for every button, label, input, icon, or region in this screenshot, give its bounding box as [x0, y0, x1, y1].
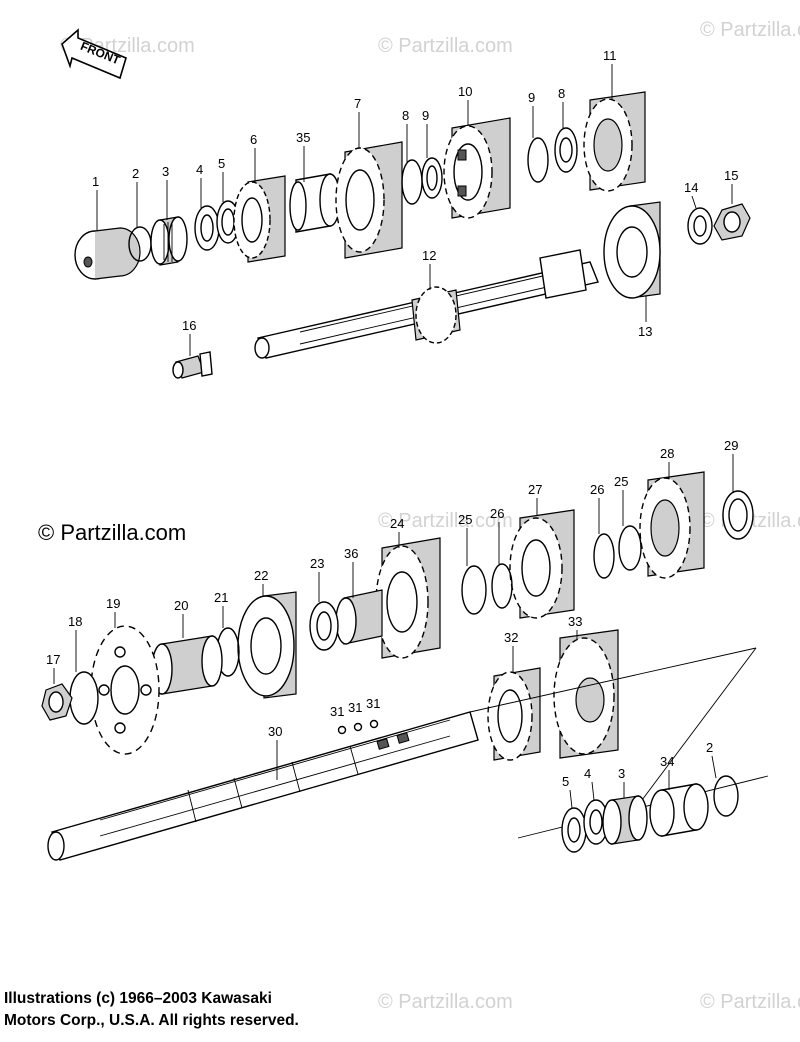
part-9-washer: [421, 157, 443, 199]
callout-6: 6: [250, 132, 257, 147]
part-34-bushing: [649, 783, 709, 837]
illustration-caption: Illustrations (c) 1966–2003 Kawasaki Mot…: [4, 988, 424, 1032]
callout-16: 16: [182, 318, 196, 333]
callout-9: 9: [422, 108, 429, 123]
callout-15: 15: [724, 168, 738, 183]
part-27-gear: [509, 509, 575, 619]
part-35-bushing: [289, 173, 341, 233]
callout-24: 24: [390, 516, 404, 531]
part-28-gear: [639, 471, 705, 579]
callout-9b: 9: [528, 90, 535, 105]
callout-32: 32: [504, 630, 518, 645]
callout-36: 36: [344, 546, 358, 561]
part-20-collar: [151, 635, 223, 695]
callout-35: 35: [296, 130, 310, 145]
callout-33: 33: [568, 614, 582, 629]
callout-8: 8: [402, 108, 409, 123]
part-36-bushing: [335, 589, 383, 645]
part-32-gear: [487, 667, 541, 761]
callout-17: 17: [46, 652, 60, 667]
lower-shaft-assembly: [41, 471, 769, 861]
callout-11: 11: [603, 48, 617, 63]
callout-13: 13: [638, 324, 652, 339]
callout-31a: 31: [330, 704, 344, 719]
part-3-needle-bearing: [150, 216, 188, 266]
part-10-gear: [443, 117, 511, 219]
callout-12: 12: [422, 248, 436, 263]
part-16-plug: [172, 351, 213, 379]
part-22-ball-bearing: [237, 591, 297, 699]
callout-10: 10: [458, 84, 472, 99]
callout-8b: 8: [558, 86, 565, 101]
part-29-washer: [722, 490, 754, 540]
callout-26: 26: [590, 482, 604, 497]
part-25-washer: [461, 565, 487, 615]
part-14-washer: [687, 207, 713, 245]
callout-2b: 2: [706, 740, 713, 755]
callout-3: 3: [162, 164, 169, 179]
callout-19: 19: [106, 596, 120, 611]
watermark-text: © Partzilla.com: [700, 991, 800, 1013]
callout-21: 21: [214, 590, 228, 605]
callout-23: 23: [310, 556, 324, 571]
part-12-drive-shaft: [254, 249, 599, 359]
callout-29: 29: [724, 438, 738, 453]
part-31-balls: [337, 719, 379, 735]
callout-31b: 31: [348, 700, 362, 715]
callout-4b: 4: [584, 766, 591, 781]
part-3-needle-bearing: [602, 795, 648, 845]
part-19-sprocket: [90, 625, 160, 755]
caption-line-2: Motors Corp., U.S.A. All rights reserved…: [4, 1012, 299, 1029]
watermark-text: © Partzilla.com: [378, 35, 513, 57]
part-17-nut: [41, 683, 73, 721]
copyright-watermark: © Partzilla.com: [38, 520, 186, 545]
watermark-text: © Partzilla.com: [378, 510, 513, 532]
caption-line-1: Illustrations (c) 1966–2003 Kawasaki: [4, 990, 272, 1007]
callout-7: 7: [354, 96, 361, 111]
callout-5b: 5: [562, 774, 569, 789]
part-4-washer: [194, 205, 220, 251]
watermark-text: © Partzilla.com: [700, 19, 800, 41]
part-26-circlip: [491, 563, 513, 609]
callout-22: 22: [254, 568, 268, 583]
callout-14: 14: [684, 180, 698, 195]
part-24-gear: [375, 537, 441, 659]
callout-1: 1: [92, 174, 99, 189]
callout-28: 28: [660, 446, 674, 461]
part-23-washer: [309, 601, 339, 651]
part-13-ball-bearing: [603, 201, 661, 299]
part-15-nut: [713, 203, 751, 241]
callout-3b: 3: [618, 766, 625, 781]
watermark-text: © Partzilla.com: [378, 991, 513, 1013]
callout-25b: 25: [458, 512, 472, 527]
upper-shaft-assembly: [74, 91, 751, 379]
part-30-output-shaft: [47, 711, 479, 861]
part-9-circlip: [527, 137, 549, 183]
callout-25: 25: [614, 474, 628, 489]
part-6-gear: [233, 175, 286, 263]
part-2-circlip: [713, 775, 739, 817]
callout-4: 4: [196, 162, 203, 177]
callout-26b: 26: [490, 506, 504, 521]
part-18-lock-washer: [69, 671, 99, 725]
part-5-washer: [561, 807, 587, 853]
callout-labels: 1 2 3 4 5 6 35 7 8 9 10 9 8 11 14 15 12 …: [46, 48, 738, 809]
part-8-circlip: [401, 159, 423, 205]
part-33-gear: [553, 629, 619, 759]
part-25-washer: [618, 525, 642, 571]
callout-20: 20: [174, 598, 188, 613]
part-7-gear: [335, 141, 403, 259]
part-11-gear: [583, 91, 646, 192]
callout-34: 34: [660, 754, 674, 769]
callout-18: 18: [68, 614, 82, 629]
part-26-circlip: [593, 533, 615, 579]
callout-2: 2: [132, 166, 139, 181]
callout-5: 5: [218, 156, 225, 171]
part-8-washer: [554, 127, 578, 173]
callout-30: 30: [268, 724, 282, 739]
callout-31c: 31: [366, 696, 380, 711]
callout-27: 27: [528, 482, 542, 497]
